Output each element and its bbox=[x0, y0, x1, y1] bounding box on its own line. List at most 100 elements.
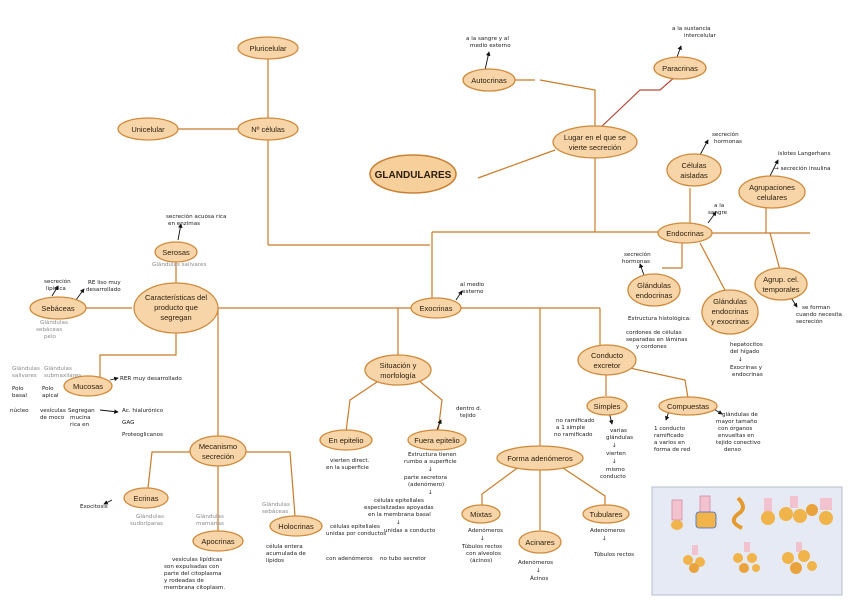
node-mixtas[interactable]: Mixtas bbox=[461, 504, 501, 524]
note-simples-l3: no ramificado bbox=[554, 432, 593, 438]
node-glandulares-label: GLANDULARES bbox=[375, 170, 452, 181]
node-celulas-aisladas[interactable]: Células aisladas bbox=[666, 153, 722, 187]
note-endocrinas-1: a la bbox=[714, 203, 724, 209]
node-situacion-line2: morfología bbox=[380, 371, 416, 380]
node-simples[interactable]: Simples bbox=[586, 396, 628, 416]
node-caracteristicas-line1: Características del bbox=[145, 293, 207, 302]
note-mucosas-g2b: submaxilares bbox=[44, 373, 81, 379]
node-autocrinas[interactable]: Autocrinas bbox=[462, 68, 516, 92]
node-agrupaciones-line1: Agrupaciones bbox=[749, 183, 795, 192]
note-simples-r6: mismo bbox=[606, 467, 625, 473]
note-fuera-desc-2: rumbo a superficie bbox=[404, 459, 457, 465]
node-holocrinas[interactable]: Holocrinas bbox=[269, 515, 323, 537]
note-mucosas-g1a: Glándulas bbox=[12, 365, 40, 372]
node-mixtas-label: Mixtas bbox=[470, 510, 492, 519]
node-en-epitelio[interactable]: En epitelio bbox=[319, 429, 373, 451]
note-acinares-1: Adenómeros bbox=[518, 559, 553, 566]
node-compuestas-label: Compuestas bbox=[667, 402, 709, 411]
gland-illustration bbox=[761, 498, 775, 525]
node-exocrinas[interactable]: Exocrinas bbox=[410, 297, 462, 319]
node-conducto[interactable]: Conducto excretor bbox=[577, 344, 637, 376]
node-sebaceas[interactable]: Sebáceas bbox=[29, 296, 87, 320]
note-tubulares-1: Adenómeros bbox=[590, 527, 625, 534]
node-agrup-temporales[interactable]: Agrup. cel. temporales bbox=[754, 267, 808, 301]
note-temporales-3: secreción bbox=[796, 318, 823, 325]
note-paracrinas-1: a la sustancia bbox=[672, 26, 711, 32]
node-acinares[interactable]: Acinares bbox=[518, 530, 562, 554]
node-agrupaciones[interactable]: Agrupaciones celulares bbox=[738, 175, 806, 209]
node-mecanismo-line2: secreción bbox=[202, 452, 234, 461]
node-tubulares[interactable]: Tubulares bbox=[582, 504, 630, 524]
note-mucosas-g1b: salivares bbox=[12, 373, 37, 379]
node-ecrinas-label: Ecrinas bbox=[133, 494, 158, 503]
node-simples-label: Simples bbox=[594, 402, 621, 411]
note-compuestas-l2: ramificado bbox=[654, 433, 684, 439]
note-simples-l2: a 1 simple bbox=[556, 425, 586, 431]
node-n-celulas[interactable]: Nº células bbox=[237, 117, 299, 141]
node-forma-adenomeros[interactable]: Forma adenómeros bbox=[496, 445, 584, 471]
node-glandulas-endo-exo-line1: Glándulas bbox=[713, 297, 747, 306]
node-glandulas-endocrinas-line1: Glándulas bbox=[637, 281, 671, 290]
note-acinares-2: ↓ bbox=[536, 567, 541, 574]
node-ecrinas[interactable]: Ecrinas bbox=[123, 487, 169, 509]
note-compuestas-r5: tejido conectivo bbox=[716, 440, 761, 446]
note-gl-endo-2: hormonas bbox=[622, 259, 650, 265]
note-fuera-desc-11: unidas a conducto bbox=[384, 528, 436, 534]
node-glandulares[interactable]: GLANDULARES bbox=[369, 154, 457, 194]
node-glandulas-endo-exo[interactable]: Glándulas endocrinas y exocrinas bbox=[701, 289, 759, 335]
node-unicelular-label: Unicelular bbox=[131, 125, 165, 134]
note-gl-endo-desc-2: cordones de células bbox=[626, 329, 682, 336]
note-celulas-plus-2: unidas por conductos bbox=[326, 531, 386, 537]
note-endo-exo-5: endocrinas bbox=[732, 372, 763, 378]
node-glandulas-endocrinas[interactable]: Glándulas endocrinas bbox=[627, 273, 681, 307]
node-pluricelular[interactable]: Pluricelular bbox=[237, 36, 299, 60]
note-compuestas-r6: denso bbox=[724, 447, 741, 453]
note-mixtas-1: Adenómeros bbox=[468, 527, 503, 534]
node-fuera-epitelio[interactable]: Fuera epitelio bbox=[407, 429, 467, 451]
note-simples-r1: varias bbox=[610, 428, 627, 434]
note-mucosas-list-1: Ac. hialurónico bbox=[122, 407, 164, 414]
note-sebaceas-sub-2: sebáceas bbox=[36, 326, 62, 333]
node-agrupaciones-line2: celulares bbox=[757, 193, 787, 202]
note-mucosas-seg-2: mucina bbox=[70, 415, 91, 421]
note-aisladas-1: secreción bbox=[712, 131, 739, 138]
note-mucosas-g2a: Glándulas bbox=[44, 365, 72, 372]
node-glandulas-endo-exo-line2: endocrinas bbox=[712, 307, 749, 316]
node-mucosas[interactable]: Mucosas bbox=[63, 375, 113, 397]
gland-illustration bbox=[731, 496, 745, 530]
node-endocrinas[interactable]: Endocrinas bbox=[657, 222, 713, 244]
note-simples-r5: ↓ bbox=[612, 458, 617, 465]
note-apocrinas-2: son expulsadas con bbox=[164, 564, 219, 570]
note-gl-endo-desc-1: Estructura histológica: bbox=[628, 315, 691, 322]
note-compuestas-r1: glándulas de bbox=[722, 411, 758, 418]
node-fuera-epitelio-label: Fuera epitelio bbox=[414, 436, 459, 445]
node-mecanismo[interactable]: Mecanismo secreción bbox=[189, 435, 247, 467]
note-fuera-desc-8: especializadas apoyadas bbox=[364, 505, 434, 511]
node-situacion[interactable]: Situación y morfología bbox=[364, 354, 432, 386]
node-paracrinas[interactable]: Paracrinas bbox=[653, 56, 707, 80]
note-apocrinas-5: membrana citoplasm. bbox=[164, 585, 226, 591]
arrows bbox=[51, 45, 798, 505]
node-compuestas[interactable]: Compuestas bbox=[658, 396, 718, 416]
node-unicelular[interactable]: Unicelular bbox=[117, 117, 179, 141]
note-exocrinas-1: al medio bbox=[460, 282, 485, 288]
node-celulas-aisladas-line1: Células bbox=[681, 161, 706, 170]
note-fuera-desc-10: ↓ bbox=[396, 519, 401, 526]
node-pluricelular-label: Pluricelular bbox=[249, 44, 287, 53]
node-serosas[interactable]: Serosas bbox=[154, 241, 198, 263]
gland-illustration bbox=[782, 542, 817, 574]
note-temporales-2: cuando necesita bbox=[796, 312, 842, 318]
gland-illustration bbox=[695, 495, 717, 529]
note-holocrinas-sub-2: sebáceas bbox=[262, 508, 288, 515]
node-agrup-temporales-line1: Agrup. cel. bbox=[763, 275, 799, 284]
note-apocrinas-4: y rodeadas de bbox=[164, 578, 204, 584]
node-caracteristicas[interactable]: Características del producto que segrega… bbox=[133, 282, 219, 334]
note-endo-exo-3: ↓ bbox=[738, 356, 743, 363]
node-apocrinas[interactable]: Apocrinas bbox=[192, 530, 244, 552]
note-endo-exo-2: del hígado bbox=[730, 348, 760, 355]
note-celulas-plus2: no tubo secretor bbox=[380, 556, 427, 562]
node-lugar[interactable]: Lugar en el que se vierte secreción bbox=[552, 125, 638, 159]
note-tubulares-3: Túbulos rectos bbox=[593, 551, 634, 558]
note-sebaceas-r2: desarrollado bbox=[86, 287, 121, 293]
gland-illustration bbox=[779, 496, 818, 523]
